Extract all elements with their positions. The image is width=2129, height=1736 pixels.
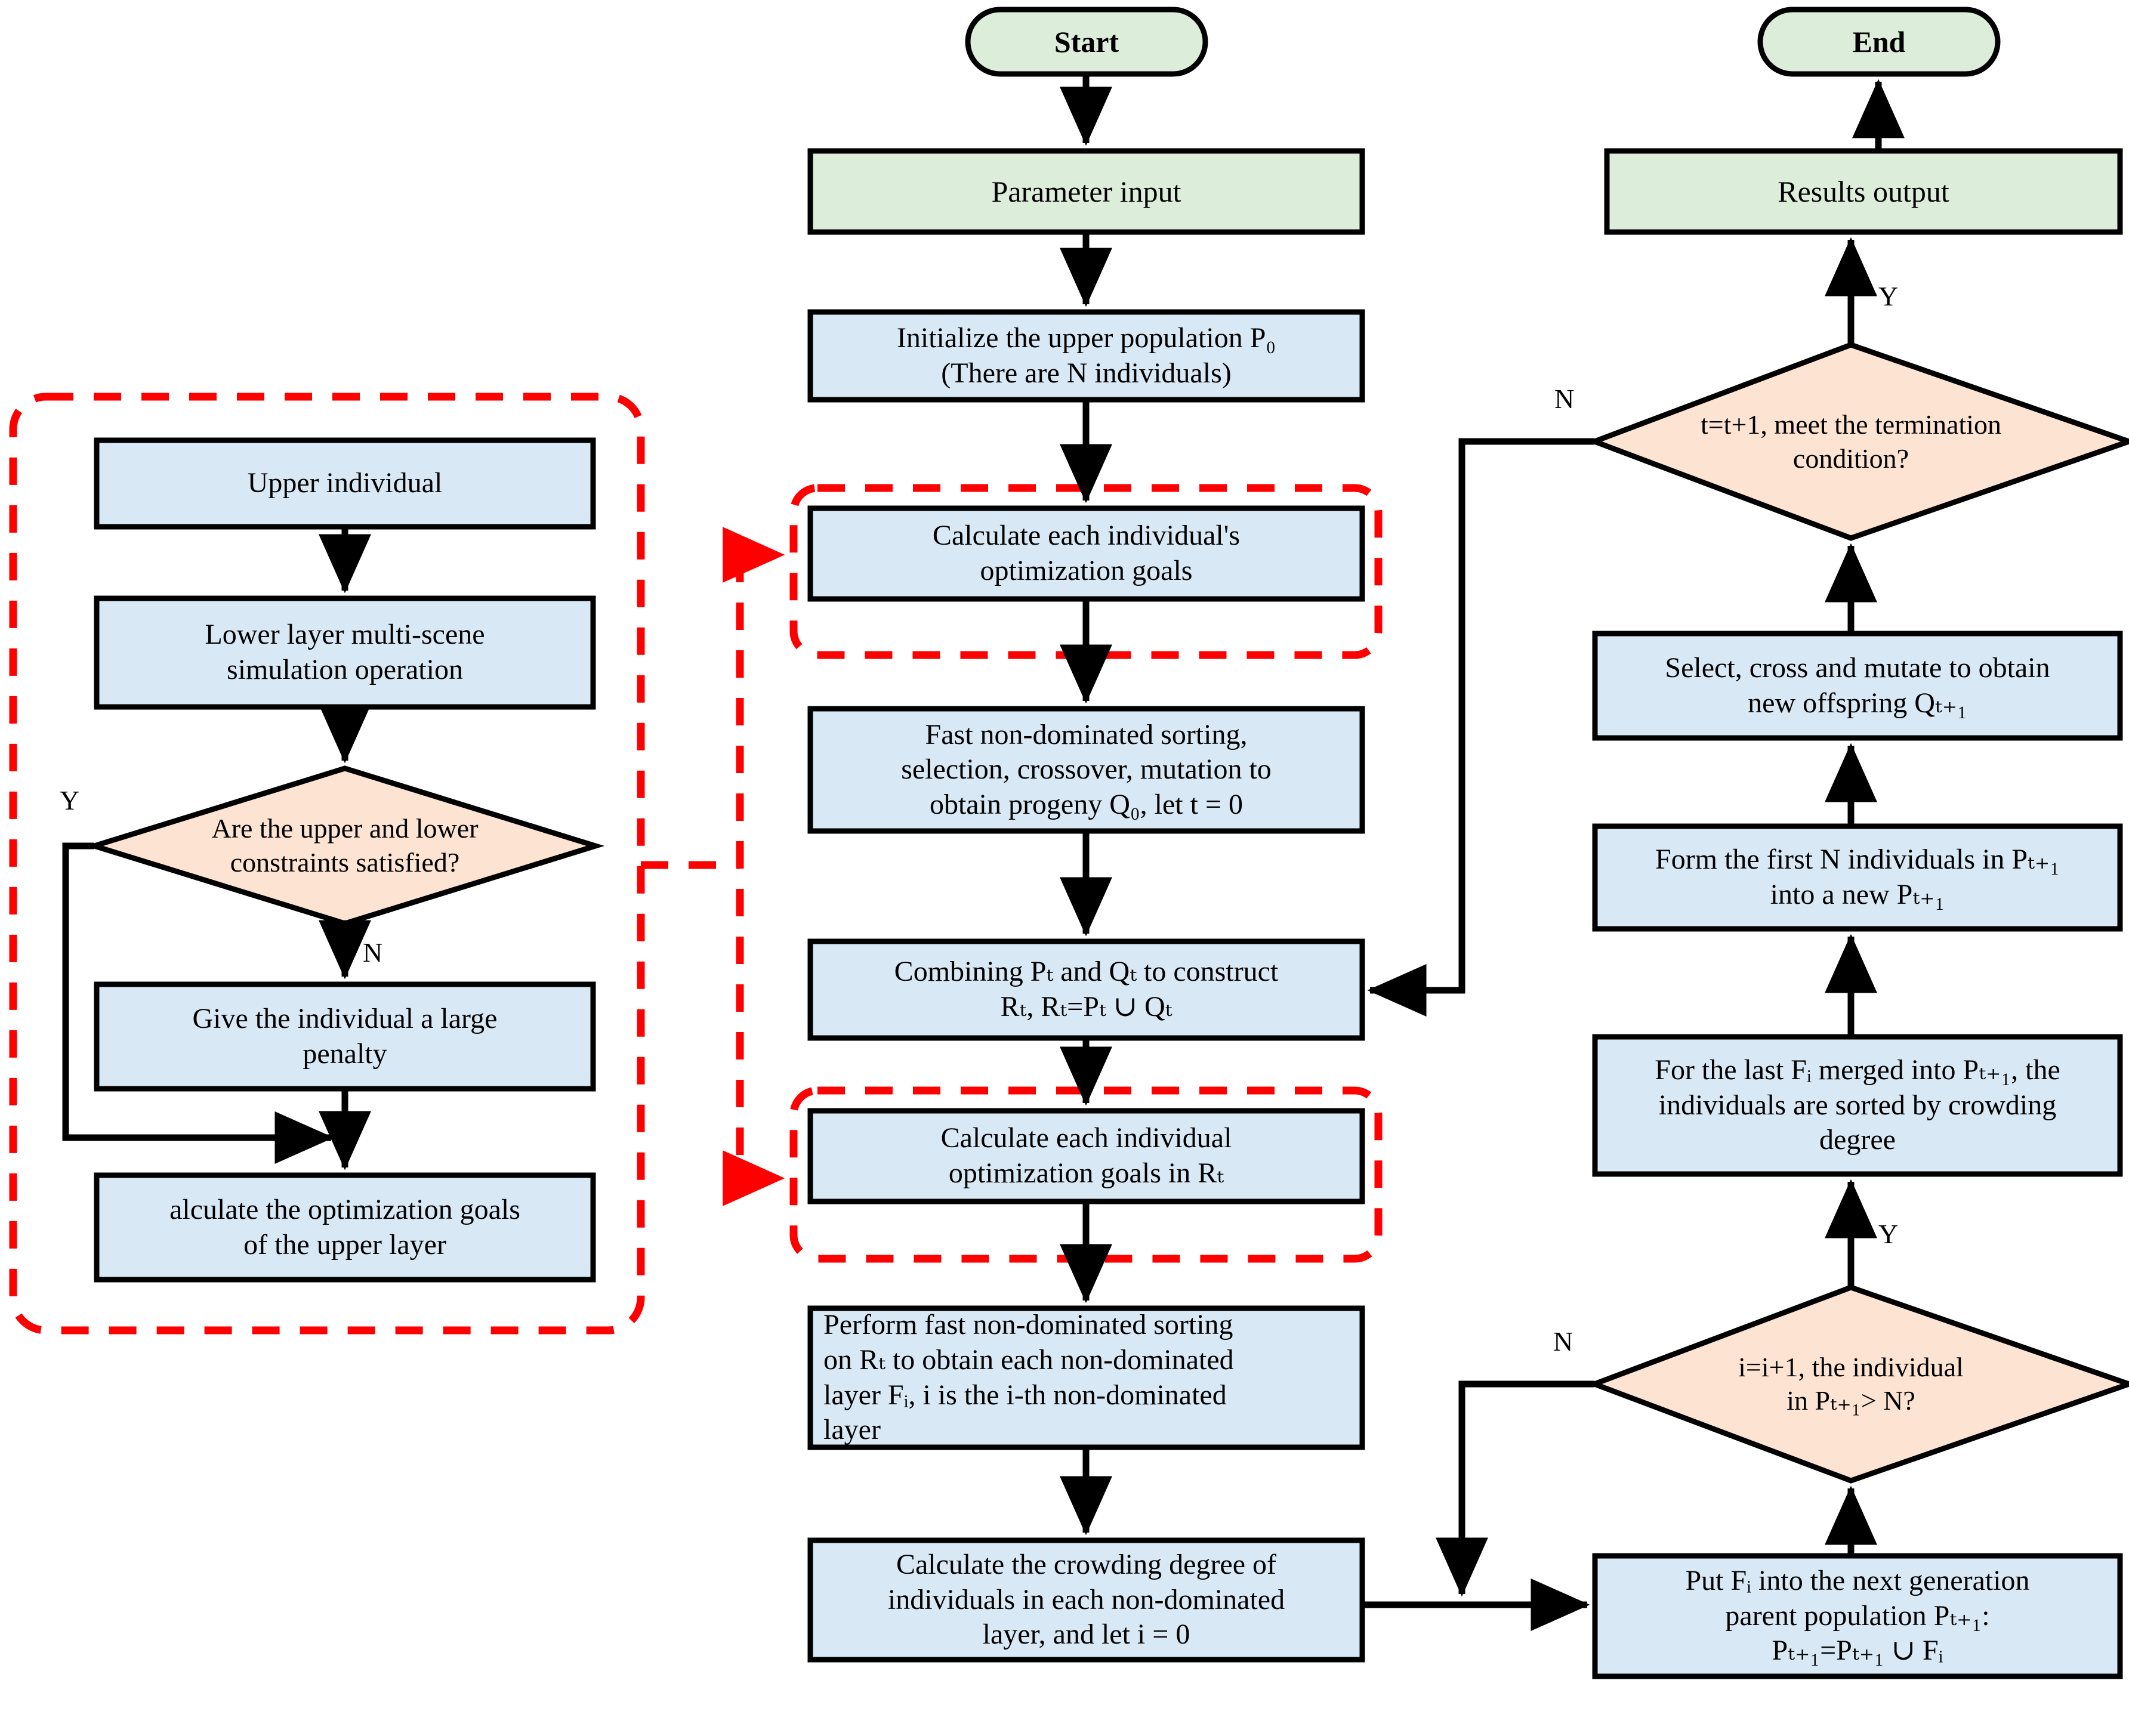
node-form-first-n[interactable] xyxy=(1592,823,2123,932)
node-decision-constraints[interactable] xyxy=(85,765,605,926)
node-perform-sort-rt[interactable] xyxy=(807,1305,1365,1450)
edge-decision-t-no xyxy=(1367,438,1594,1017)
dashed-group-left xyxy=(9,393,645,1335)
node-results-output[interactable] xyxy=(1604,148,2123,235)
node-decision-t[interactable] xyxy=(1587,342,2129,541)
node-sort-crowding[interactable] xyxy=(1592,1034,2123,1177)
node-calc-upper-goals[interactable] xyxy=(94,1172,596,1283)
node-lower-layer-sim[interactable] xyxy=(94,595,596,710)
node-parameter-input[interactable] xyxy=(807,148,1365,235)
node-initialize-population[interactable] xyxy=(807,309,1365,403)
node-end[interactable] xyxy=(1757,7,2001,77)
node-upper-individual[interactable] xyxy=(94,437,596,530)
node-put-fi[interactable] xyxy=(1592,1553,2123,1679)
node-calc-goals-1[interactable] xyxy=(807,505,1365,602)
dashed-group-calc-goals-2 xyxy=(789,1086,1383,1263)
node-combine-pq[interactable] xyxy=(807,938,1365,1041)
edge-decision-i-no xyxy=(1436,1380,1594,1597)
node-fast-sort-1[interactable] xyxy=(807,706,1365,834)
dashed-group-calc-goals-1 xyxy=(789,484,1383,659)
edge-constraints-yes-bypass xyxy=(62,842,334,1164)
node-select-cross-mutate[interactable] xyxy=(1592,631,2123,741)
node-crowding-degree[interactable] xyxy=(807,1537,1365,1663)
node-calc-goals-2[interactable] xyxy=(807,1108,1365,1204)
node-start[interactable] xyxy=(965,7,1208,77)
node-large-penalty[interactable] xyxy=(94,981,596,1092)
node-decision-i[interactable] xyxy=(1587,1284,2129,1484)
